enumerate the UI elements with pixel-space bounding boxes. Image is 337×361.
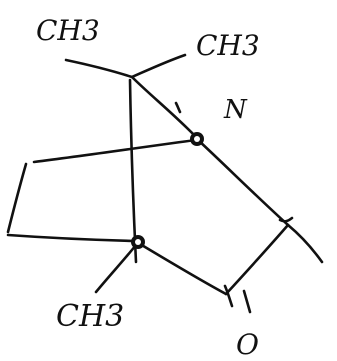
lower-center-atom-center (135, 239, 141, 245)
bond-ring-right-tick (278, 216, 294, 223)
bond-lower-center-to-ch3 (94, 243, 138, 294)
nitrogen-atom-center (194, 136, 200, 142)
carbonyl-double-bond-1 (223, 284, 234, 308)
carbonyl-double-bond-2 (242, 289, 252, 314)
bond-vertical-bridge (128, 78, 138, 264)
label-ch3-top-left: CH3 (36, 14, 100, 47)
label-oxygen: O (236, 328, 259, 361)
bond-quaternary-c-to-ch3-right (130, 53, 187, 79)
bond-carbonyl-to-ring-right (224, 223, 290, 296)
bond-ring-right-extension (286, 223, 324, 264)
bond-quaternary-c-to-nitrogen (130, 75, 199, 140)
bond-ch3-to-quaternary-c (64, 58, 134, 79)
label-ch3-top-right: CH3 (196, 29, 260, 62)
bond-left-arm-to-nitrogen (32, 138, 198, 164)
bond-nitrogen-to-ring-right (196, 138, 290, 227)
nitrogen-stroke (174, 101, 182, 114)
label-ch3-bottom: CH3 (56, 299, 124, 334)
bond-lower-center-to-carbonyl (138, 242, 228, 296)
bond-left-vertical (6, 162, 28, 234)
label-nitrogen: N (223, 95, 248, 125)
bond-left-bottom-to-lower-center (6, 233, 138, 243)
